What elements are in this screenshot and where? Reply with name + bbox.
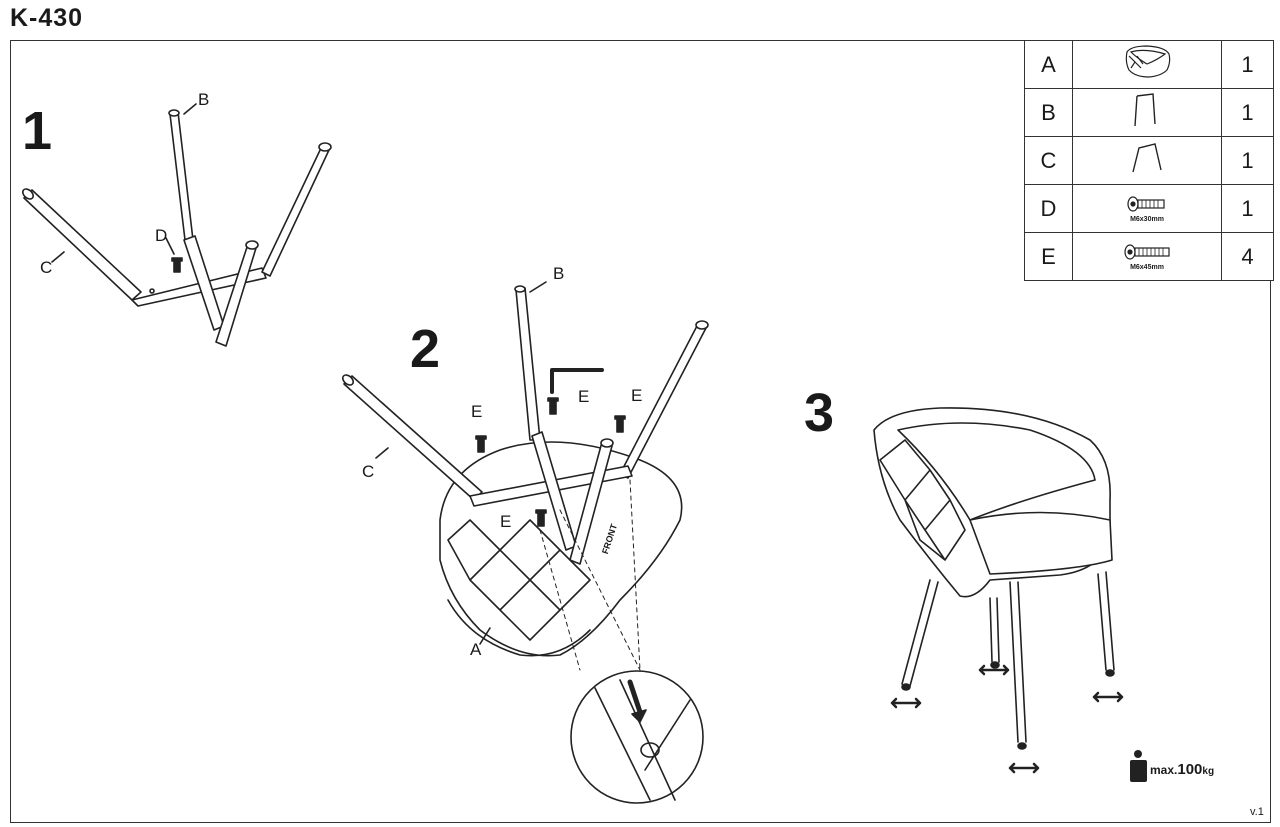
- max-load-prefix: max.: [1150, 763, 1178, 777]
- parts-row-c: C 1: [1024, 136, 1274, 185]
- parts-row-d: D M6x30mm 1: [1024, 184, 1274, 233]
- step-number-1: 1: [22, 101, 53, 161]
- step2-label-e1: E: [471, 402, 483, 421]
- part-letter: A: [1024, 40, 1073, 89]
- parts-row-a: A 1: [1024, 40, 1274, 89]
- part-size: M6x30mm: [1130, 215, 1164, 223]
- part-quantity: 1: [1221, 184, 1274, 233]
- step2-label-e2: E: [578, 387, 590, 406]
- screw-icon: [1127, 195, 1165, 212]
- step2-assembly-drawing: [341, 281, 709, 804]
- step1-label-b: B: [198, 90, 210, 109]
- part-letter: D: [1024, 184, 1073, 233]
- weight-icon: [1130, 750, 1147, 782]
- part-quantity: 1: [1221, 136, 1274, 185]
- max-load-unit: kg: [1202, 766, 1215, 777]
- step-number-2: 2: [410, 319, 441, 379]
- step3-finished-chair-drawing: [873, 407, 1124, 774]
- part-letter: E: [1024, 232, 1073, 281]
- max-load-label: max.100kg: [1150, 761, 1214, 778]
- screw-icon: [1124, 243, 1170, 260]
- part-letter: C: [1024, 136, 1073, 185]
- parts-list-table: A 1 B 1 C 1 D: [1024, 40, 1274, 281]
- document-title: K-430: [10, 4, 84, 32]
- step2-label-e4: E: [500, 512, 512, 531]
- step2-label-a: A: [470, 640, 482, 659]
- step2-label-b: B: [553, 264, 565, 283]
- part-quantity: 1: [1221, 88, 1274, 137]
- step-number-3: 3: [804, 383, 835, 443]
- step1-label-d: D: [155, 226, 168, 245]
- instruction-frame: [10, 40, 1271, 823]
- step1-leg-frames-drawing: [21, 103, 332, 347]
- part-letter: B: [1024, 88, 1073, 137]
- parts-row-e: E M6x45mm 4: [1024, 232, 1274, 281]
- max-load-value: 100: [1177, 761, 1203, 778]
- seat-shell-icon: [1125, 45, 1171, 78]
- rear-leg-frame-icon: [1132, 143, 1162, 173]
- step2-label-c: C: [362, 462, 375, 481]
- parts-row-b: B 1: [1024, 88, 1274, 137]
- version-label: v.1: [1250, 806, 1264, 818]
- step2-label-e3: E: [631, 386, 643, 405]
- part-size: M6x45mm: [1130, 263, 1164, 271]
- step1-label-c: C: [40, 258, 53, 277]
- front-leg-frame-icon: [1134, 93, 1156, 127]
- part-quantity: 1: [1221, 40, 1274, 89]
- part-quantity: 4: [1221, 232, 1274, 281]
